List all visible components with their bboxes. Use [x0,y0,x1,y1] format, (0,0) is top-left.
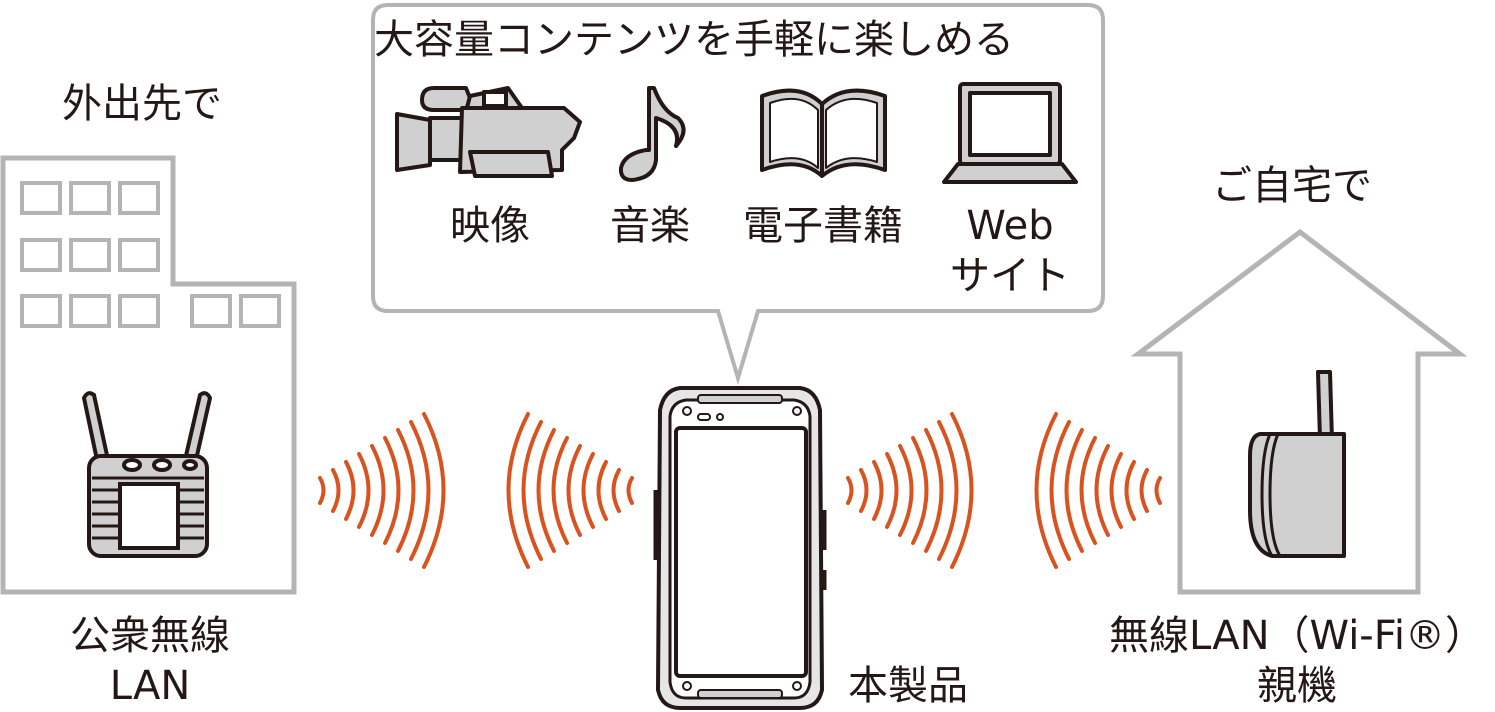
right-label-line1: 無線LAN（Wi-Fi®） [1109,613,1485,659]
center-label: 本製品 [848,663,968,709]
house-outline [1130,228,1468,595]
office-building [0,155,297,595]
open-book-icon [760,88,887,178]
wifi-waves [318,412,1162,569]
left-waves-out [318,412,446,569]
label-web: Web [966,203,1054,249]
right-heading: ご自宅で [1212,163,1372,209]
music-note-icon [618,86,686,182]
right-waves-out [846,412,974,569]
wireless-router-icon [81,391,213,558]
left-waves-in [506,412,634,569]
left-label-line2: LAN [109,663,191,709]
building-windows [20,181,281,328]
laptop-icon [942,82,1078,184]
label-video: 映像 [450,203,530,249]
left-heading: 外出先で [62,81,222,127]
label-music: 音楽 [610,203,690,249]
smartphone-icon [653,386,827,710]
label-website: サイト [950,253,1070,299]
right-label-line2: 親機 [1257,663,1337,709]
access-point-icon [1248,370,1346,558]
video-camera-icon [395,86,582,178]
left-label-line1: 公衆無線 [70,613,230,659]
label-ebook: 電子書籍 [743,203,903,249]
bubble-title: 大容量コンテンツを手軽に楽しめる [374,17,1014,63]
right-waves-in [1034,412,1162,569]
speech-bubble [371,3,1105,385]
